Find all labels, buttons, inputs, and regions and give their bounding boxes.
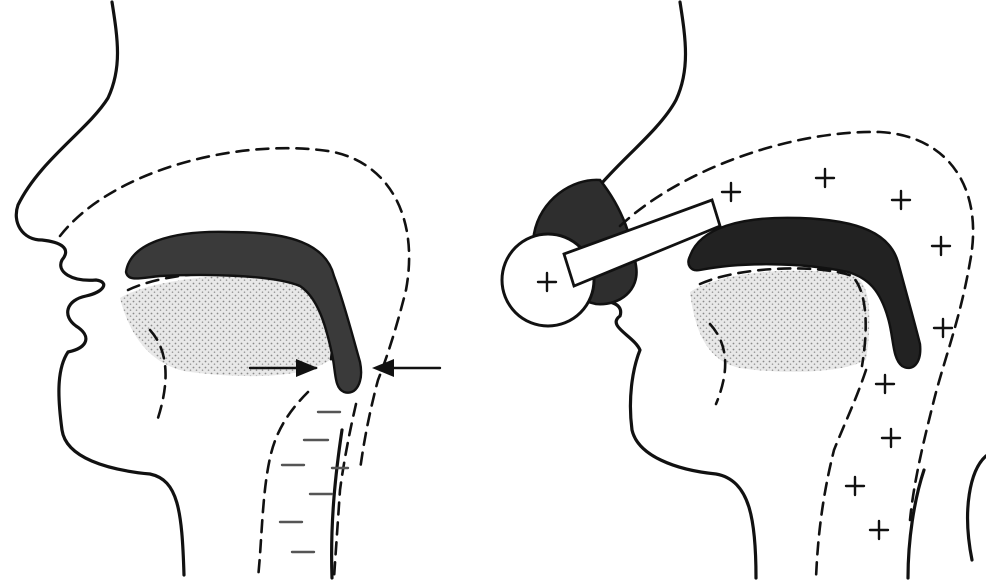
right-pharynx-front [816,370,866,578]
plus-icon [932,237,950,255]
left-panel [16,2,440,578]
plus-icon [722,183,740,201]
right-tongue [690,271,869,372]
arrow-left-icon [372,359,440,377]
left-pharynx-front [258,392,308,578]
right-panel [502,2,986,578]
plus-icon [870,521,888,539]
plus-icon [882,429,900,447]
plus-icon [934,319,952,337]
left-pharynx-back [334,404,356,578]
left-tongue [120,275,333,376]
plus-icon [816,169,834,187]
right-edge-curve [968,456,986,560]
right-neck-back [908,470,924,578]
plus-icon [876,375,894,393]
plus-icon [892,191,910,209]
left-neck-back [332,430,342,578]
plus-icon [846,477,864,495]
